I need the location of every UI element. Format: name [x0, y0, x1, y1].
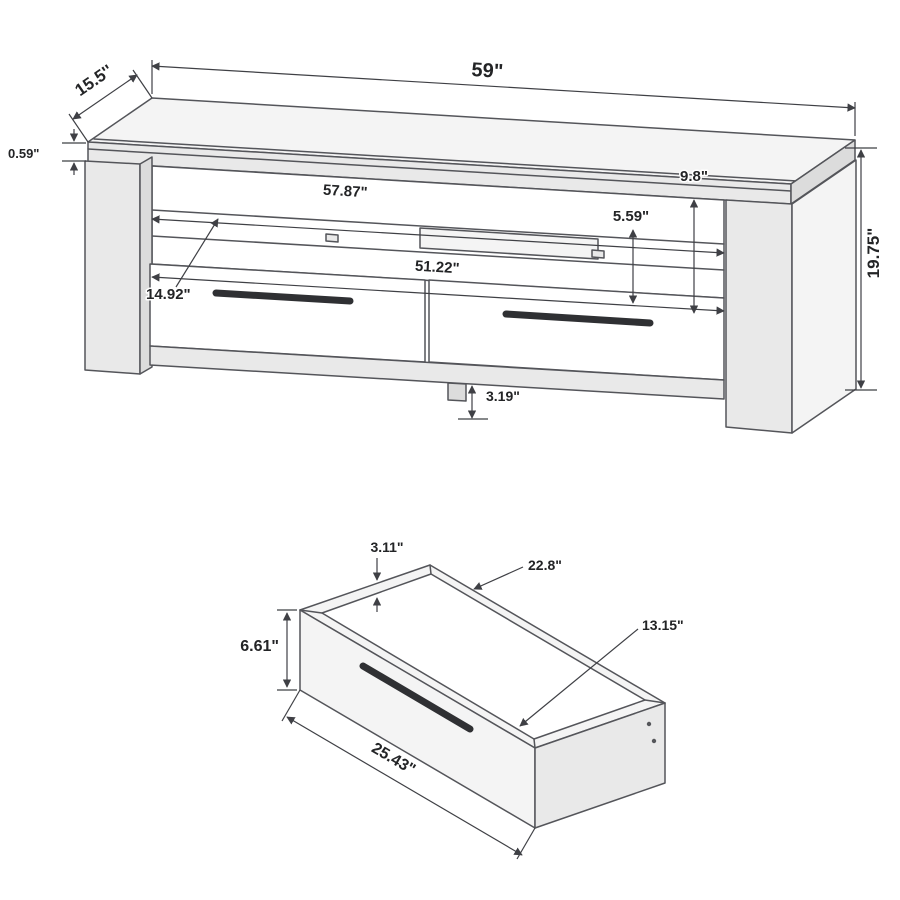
bottom-panel	[149, 345, 725, 400]
dim-leader-drawer-depth	[473, 566, 524, 590]
drawer-screw-dot-1	[646, 721, 652, 727]
dim-label-height: 19.75"	[864, 228, 883, 279]
dim-label-side-height: 3.11"	[370, 539, 403, 555]
drawer-rim-corner-fl	[299, 609, 323, 614]
right-drawer-handle	[502, 310, 654, 327]
dim-label-front-height: 6.61"	[240, 638, 279, 655]
dim-ext-depth-front	[68, 113, 89, 143]
dim-ext-drawer-width-right	[516, 827, 536, 860]
dim-leader-inner-diagonal	[519, 628, 639, 727]
dim-label-shelf-opening: 5.59"	[613, 208, 649, 225]
dim-label-inner-diagonal: 13.15"	[642, 617, 684, 633]
drawer-rim-corner-fr	[533, 738, 536, 749]
left-side-panel-inner	[139, 156, 153, 375]
drawer-rim-corner-br	[644, 699, 666, 704]
dim-line-drawer-span	[151, 273, 725, 315]
dim-label-inner-width: 57.87"	[322, 182, 368, 202]
top-panel-front-edge-line	[87, 148, 792, 192]
dim-label-thickness: 0.59"	[8, 146, 39, 161]
drawer-screw-dot-2	[651, 738, 657, 744]
cable-notch-right	[591, 249, 605, 259]
dim-ext-drawer-width-left	[281, 689, 301, 722]
dim-label-base-clearance: 3.19"	[486, 388, 520, 404]
dim-line-depth	[72, 74, 138, 120]
dim-line-inner-width	[151, 215, 725, 257]
right-side-panel-side	[791, 159, 857, 434]
dim-line-drawer-width	[286, 716, 523, 856]
top-panel-edge-line	[93, 138, 798, 182]
dim-label-top-to-drawer: 9.8"	[680, 168, 708, 185]
left-drawer-front	[149, 263, 426, 363]
dim-ext-depth-back	[132, 69, 153, 99]
dim-label-width: 59"	[471, 59, 504, 83]
dim-line-width	[151, 62, 856, 112]
cable-notch-left	[325, 233, 339, 243]
dim-label-shelf-depth: 14.92"	[146, 286, 191, 303]
tv-stand-view: 59" 15.5'' 0.59" 57.87" 9.8" 5.59" 51.22…	[7, 58, 885, 434]
dim-label-drawer-depth: 22.8"	[528, 557, 562, 573]
drawer-rim-corner-bl	[429, 564, 432, 575]
dim-leader-shelf-depth	[175, 218, 219, 288]
left-side-panel-front	[84, 160, 141, 375]
dim-label-drawer-span: 51.22"	[414, 258, 460, 278]
center-foot	[447, 382, 467, 402]
drawer-right-face	[534, 702, 666, 829]
drawer-view: 6.61" 3.11" 22.8" 13.15" 25.43"	[239, 538, 685, 860]
right-side-panel-front	[725, 199, 793, 434]
